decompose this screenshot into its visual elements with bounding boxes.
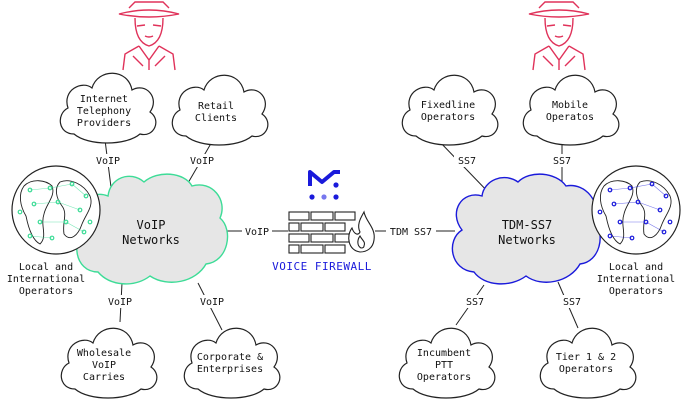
globe-icon [591, 165, 681, 255]
mobile-line1: Mobile [552, 100, 588, 111]
tdm-ss7-networks-line2: Networks [498, 233, 556, 247]
incumbent-line1: Incumbent [417, 348, 471, 359]
right-globe-line2: International [597, 274, 675, 285]
tdm-ss7-networks-cloud [451, 173, 601, 285]
link-label-tier: SS7 [563, 297, 581, 308]
incumbent-line3: Operators [417, 372, 471, 383]
right-globe-line3: Operators [609, 286, 663, 297]
corporate-line2: Enterprises [197, 364, 263, 375]
link-label-internet-telephony: VoIP [96, 156, 120, 167]
voip-networks-line2: Networks [122, 233, 180, 247]
left-globe-line1: Local and [19, 262, 73, 273]
internet-telephony-line1: Internet [80, 94, 128, 105]
wholesale-line2: VoIP [92, 360, 116, 371]
globe-icon [11, 165, 101, 255]
retail-clients-line1: Retail [198, 101, 234, 112]
firewall-icon [288, 211, 356, 254]
brand-logo-icon [308, 170, 340, 200]
incumbent-line2: PTT [435, 360, 453, 371]
link-label-voip-firewall: VoIP [245, 227, 269, 238]
flame-icon [348, 210, 375, 253]
corporate-line1: Corporate & [197, 352, 263, 363]
internet-telephony-line3: Providers [77, 118, 131, 129]
link-label-fixedline: SS7 [458, 156, 476, 167]
link-label-wholesale: VoIP [108, 297, 132, 308]
left-globe-line2: International [7, 274, 85, 285]
right-globe-line1: Local and [609, 262, 663, 273]
link-label-incumbent: SS7 [466, 297, 484, 308]
link-label-firewall-tdm: TDM SS7 [390, 227, 432, 238]
link-label-retail-clients: VoIP [190, 156, 214, 167]
hacker-icon [118, 1, 180, 71]
fixedline-line1: Fixedline [421, 100, 475, 111]
hacker-icon [528, 1, 590, 71]
link-label-mobile: SS7 [553, 156, 571, 167]
tier-line2: Operators [559, 364, 613, 375]
firewall-label: VOICE FIREWALL [272, 260, 372, 273]
wholesale-line3: Carries [83, 372, 125, 383]
link-fixedline [437, 139, 493, 197]
tdm-ss7-networks-line1: TDM-SS7 [502, 218, 553, 232]
wholesale-line1: Wholesale [77, 348, 131, 359]
tier-line1: Tier 1 & 2 [556, 352, 616, 363]
voip-networks-line1: VoIP [137, 218, 166, 232]
fixedline-line2: Operators [421, 112, 475, 123]
mobile-line2: Operatos [546, 112, 594, 123]
retail-clients-line2: Clients [195, 113, 237, 124]
left-globe-line3: Operators [19, 286, 73, 297]
link-label-corporate: VoIP [200, 297, 224, 308]
internet-telephony-line2: Telephony [77, 106, 131, 117]
